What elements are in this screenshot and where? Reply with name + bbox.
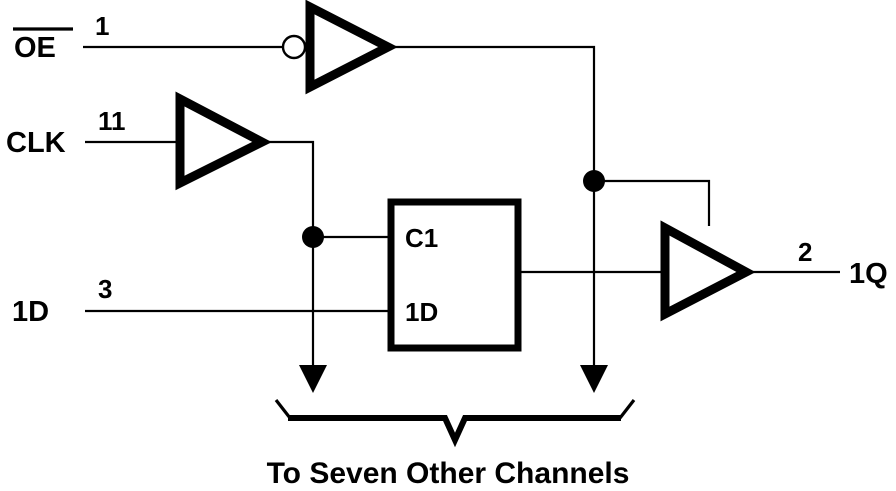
output-buffer-gate (660, 220, 756, 322)
clk-input-group: CLK 11 (6, 106, 178, 159)
q-output-group: 2 1Q (748, 237, 888, 290)
oe-input-group: OE 1 (13, 11, 285, 64)
oe-signal-label: OE (14, 32, 56, 64)
oe-fanout-arrowhead-icon (580, 365, 608, 393)
inverter-triangle-icon (305, 0, 398, 95)
oe-inverter-gate (281, 0, 398, 95)
flipflop-data-label: 1D (405, 297, 438, 327)
clk-signal-label: CLK (6, 127, 66, 159)
q-pin-label: 2 (798, 237, 812, 267)
diagram-caption: To Seven Other Channels (267, 457, 630, 490)
clk-buffer-gate (175, 91, 272, 191)
data-input-group: 1D 3 (12, 274, 390, 328)
brace-body (288, 415, 621, 448)
clk-fanout-arrowhead-icon (299, 365, 327, 393)
output-buffer-triangle-icon (660, 220, 756, 322)
buffer-triangle-icon (175, 91, 272, 191)
oe-pin-label: 1 (95, 11, 109, 41)
data-signal-label: 1D (12, 296, 49, 328)
fanout-brace (274, 399, 636, 448)
oe-enable-wire (390, 45, 596, 181)
oe-to-output-buffer-wire (594, 179, 711, 226)
clk-pin-label: 11 (98, 106, 126, 136)
oe-enable-net (390, 45, 711, 393)
flipflop-box: C1 1D (387, 198, 522, 352)
flipflop-clock-label: C1 (405, 223, 438, 253)
brace-right-tip (618, 399, 636, 419)
clk-junction-dot (302, 226, 324, 248)
q-signal-label: 1Q (849, 258, 888, 290)
brace-left-tip (274, 399, 292, 419)
data-pin-label: 3 (98, 274, 112, 304)
oe-junction-dot (583, 170, 605, 192)
flipflop-box-outline (387, 198, 522, 352)
clk-net (263, 140, 390, 393)
inverter-bubble-icon (281, 34, 307, 60)
clk-buffer-output-wire (263, 140, 315, 237)
